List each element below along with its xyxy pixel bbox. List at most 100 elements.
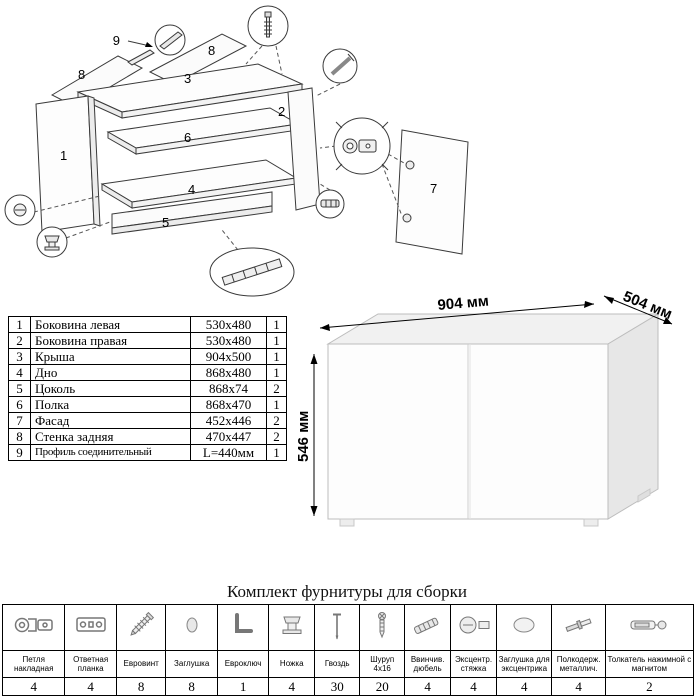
hinge-icon (14, 617, 53, 633)
assembled-cabinet-view: 904 мм 504 мм 546 мм (298, 288, 675, 527)
callout-hinge (333, 117, 391, 175)
part-label-7: 7 (430, 181, 437, 196)
side-panel-right (287, 87, 321, 211)
cabinet-foot (637, 488, 651, 503)
callout-profile-piece (209, 247, 295, 297)
part-size: 904x500 (190, 348, 267, 365)
part-name: Стенка задняя (30, 428, 191, 445)
cam-lock-icon (459, 616, 490, 634)
part-size: 868x480 (190, 364, 267, 381)
hardware-icon-cell (64, 604, 117, 651)
screw-icon (378, 612, 387, 639)
hardware-kit-title: Комплект фурнитуры для сборки (227, 582, 467, 601)
cabinet-body (326, 313, 660, 527)
hardware-qty: 4 (450, 677, 497, 696)
part-label-5: 5 (162, 215, 169, 230)
part-qty: 1 (266, 396, 287, 413)
part-label-2: 2 (278, 104, 285, 119)
side-panel-left (35, 95, 101, 233)
hardware-label: Заглушка для эксцентрика (495, 650, 553, 678)
table-row: 5 Цоколь 868x74 2 (8, 380, 287, 397)
bottom-panel (100, 159, 298, 209)
exploded-diagram: 9 8 8 3 1 2 6 4 5 7 (4, 5, 469, 297)
part-name: Боковина правая (30, 332, 191, 349)
part-label-8b: 8 (208, 43, 215, 58)
table-row: 8 Стенка задняя 470x447 2 (8, 428, 287, 445)
table-row: 3 Крыша 904x500 1 (8, 348, 287, 365)
part-label-9: 9 (113, 33, 120, 48)
nail-icon (333, 613, 342, 640)
hardware-qty: 30 (314, 677, 361, 696)
table-row: 2 Боковина правая 530x480 1 (8, 332, 287, 349)
callout-confirmat-screw (247, 5, 289, 47)
push-latch-magnet-icon (630, 620, 667, 630)
part-num: 1 (8, 316, 31, 333)
part-name: Крыша (30, 348, 191, 365)
part-qty: 1 (266, 332, 287, 349)
hardware-icon-cell (450, 604, 497, 651)
part-size: 470x447 (190, 428, 267, 445)
part-size: 530x480 (190, 316, 267, 333)
part-size: 530x480 (190, 332, 267, 349)
callout-profile (154, 24, 186, 56)
part-label-6: 6 (184, 130, 191, 145)
part-num: 3 (8, 348, 31, 365)
part-size: 452x446 (190, 412, 267, 429)
part-label-1: 1 (60, 148, 67, 163)
hardware-labels-row: Петля накладная Ответная планка Евровинт… (1, 650, 694, 678)
cam-cap-icon (513, 617, 535, 633)
hardware-label: Евроключ (216, 650, 270, 678)
part-number-labels: 9 8 8 3 1 2 6 4 5 7 (60, 33, 437, 230)
label-9-arrow (127, 40, 153, 47)
callout-leg (36, 226, 68, 258)
callout-cam-bolt (322, 48, 358, 84)
hardware-qty: 4 (495, 677, 553, 696)
cap-icon (186, 617, 198, 633)
hardware-qty: 4 (404, 677, 452, 696)
top-panel (76, 63, 304, 119)
hardware-icon-cell (216, 604, 270, 651)
hardware-icons-row (1, 604, 694, 651)
part-label-8a: 8 (78, 67, 85, 82)
hardware-label: Гвоздь (314, 650, 361, 678)
hardware-label: Ввинчив. дюбель (404, 650, 452, 678)
hardware-qty-row: 4 4 8 8 1 4 30 20 4 4 4 4 2 (1, 677, 694, 696)
leg-icon (282, 616, 302, 634)
part-num: 8 (8, 428, 31, 445)
hardware-qty: 4 (268, 677, 316, 696)
part-num: 9 (8, 444, 31, 461)
hex-key-icon (235, 613, 254, 633)
hardware-icon-cell (359, 604, 406, 651)
part-name: Фасад (30, 412, 191, 429)
hardware-label: Ответная планка (64, 650, 117, 678)
mounting-plate-icon (75, 617, 106, 632)
table-row: 7 Фасад 452x446 2 (8, 412, 287, 429)
part-qty: 1 (266, 348, 287, 365)
screw-dowel-icon (413, 617, 439, 634)
hardware-icon-cell (604, 604, 694, 651)
cabinet-foot (583, 518, 599, 527)
hardware-qty: 4 (551, 677, 606, 696)
part-num: 6 (8, 396, 31, 413)
part-name: Боковина левая (30, 316, 191, 333)
hardware-qty: 4 (1, 677, 66, 696)
plinth-panel (111, 191, 273, 235)
width-dimension: 904 мм (319, 293, 595, 331)
hardware-label: Полкодерж. металлич. (551, 650, 606, 678)
height-dimension-label: 546 мм (298, 411, 312, 462)
part-qty: 2 (266, 380, 287, 397)
part-name: Профиль соединительный (30, 444, 191, 461)
hardware-kit-table: Петля накладная Ответная планка Евровинт… (1, 604, 694, 696)
part-size: L=440мм (190, 444, 267, 461)
hardware-qty: 20 (359, 677, 406, 696)
hardware-icon-cell (314, 604, 361, 651)
part-qty: 1 (266, 444, 287, 461)
hardware-icon-cell (495, 604, 553, 651)
part-num: 2 (8, 332, 31, 349)
part-qty: 2 (266, 428, 287, 445)
part-qty: 1 (266, 316, 287, 333)
cabinet-foot (339, 518, 355, 527)
hardware-qty: 2 (604, 677, 694, 696)
part-label-3: 3 (184, 71, 191, 86)
part-name: Цоколь (30, 380, 191, 397)
